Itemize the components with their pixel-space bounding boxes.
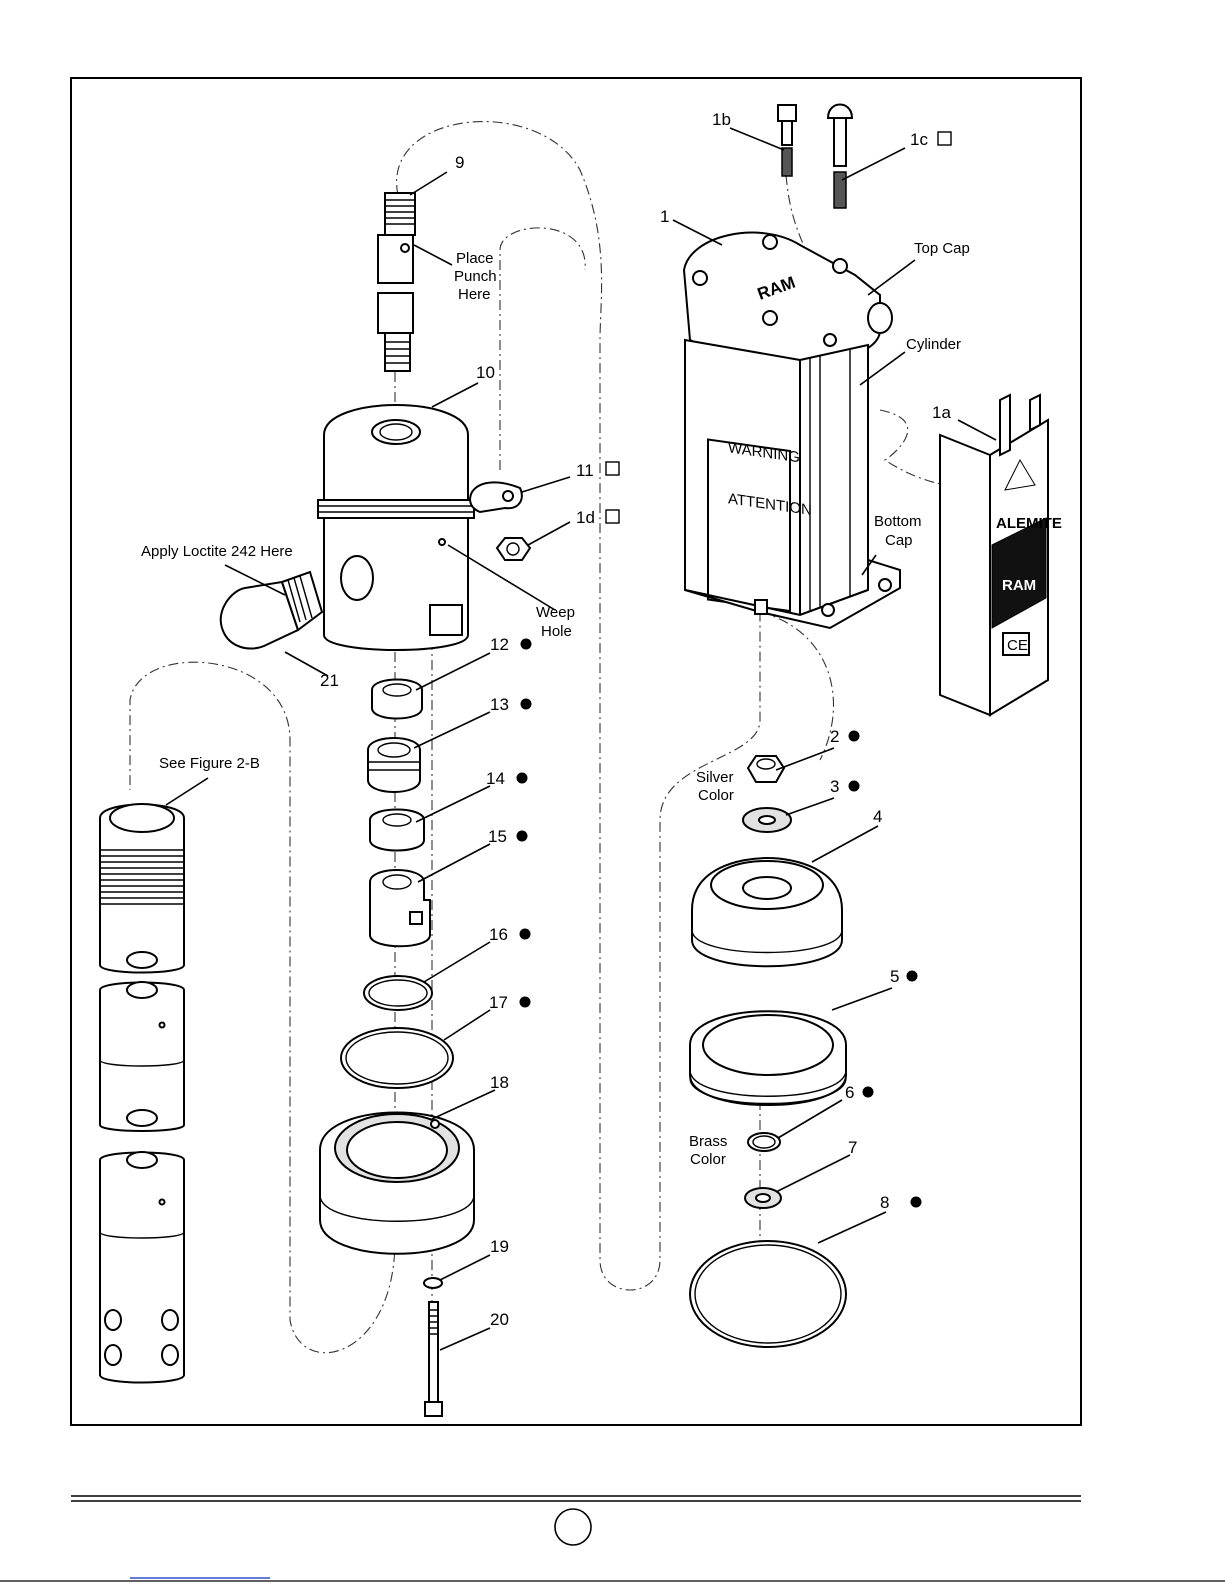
cover-brand: ALEMITE <box>996 515 1062 532</box>
part-1c-pin <box>828 105 852 209</box>
part-16-oring <box>364 976 432 1010</box>
kit-marker-5 <box>907 971 918 982</box>
kit-marker-16 <box>520 929 531 940</box>
part-20-bolt <box>425 1302 442 1416</box>
cover-ce-mark: CE <box>1007 637 1028 654</box>
label-3: 3 <box>830 777 839 796</box>
callout-punch: Punch <box>454 268 497 285</box>
part-3-washer <box>743 808 791 832</box>
label-12: 12 <box>490 635 509 654</box>
label-2: 2 <box>830 727 839 746</box>
part-14-seal <box>370 810 424 851</box>
label-1a: 1a <box>932 403 951 422</box>
part-19-washer <box>424 1278 442 1288</box>
callout-cap: Cap <box>885 532 913 549</box>
callout-top-cap: Top Cap <box>914 240 970 257</box>
callout-weep: Weep <box>536 604 575 621</box>
part-12-seal <box>372 680 422 719</box>
part-13-cup <box>368 738 420 792</box>
callout-brass-color: Color <box>690 1151 726 1168</box>
part-11-bracket <box>470 482 522 512</box>
callout-place: Place <box>456 250 494 267</box>
tube-assembly <box>100 804 184 1383</box>
kit-marker-13 <box>521 699 532 710</box>
label-19: 19 <box>490 1237 509 1256</box>
callout-here: Here <box>458 286 491 303</box>
label-16: 16 <box>489 925 508 944</box>
part-5-seal <box>690 1011 846 1105</box>
label-1c: 1c <box>910 130 928 149</box>
part-1a-cover: ALEMITE RAM CE <box>940 395 1062 715</box>
callout-see-figure: See Figure 2-B <box>159 755 260 772</box>
label-9: 9 <box>455 153 464 172</box>
label-1b: 1b <box>712 110 731 129</box>
label-13: 13 <box>490 695 509 714</box>
part-4-valve <box>692 858 842 966</box>
kit-marker-15 <box>517 831 528 842</box>
label-15: 15 <box>488 827 507 846</box>
page-number-circle <box>555 1509 591 1545</box>
new-part-marker-1d <box>606 510 619 523</box>
callout-silver: Silver <box>696 769 734 786</box>
callout-brass: Brass <box>689 1133 727 1150</box>
kit-marker-2 <box>849 731 860 742</box>
cover-logo: RAM <box>1002 577 1036 594</box>
callout-cylinder: Cylinder <box>906 336 961 353</box>
label-7: 7 <box>848 1138 857 1157</box>
label-10: 10 <box>476 363 495 382</box>
callout-bottom: Bottom <box>874 513 922 530</box>
part-8-oring <box>690 1241 846 1347</box>
part-21-fitting <box>221 572 322 649</box>
part-18-housing <box>320 1113 474 1254</box>
label-17: 17 <box>489 993 508 1012</box>
kit-marker-17 <box>520 997 531 1008</box>
label-5: 5 <box>890 967 899 986</box>
label-1d: 1d <box>576 508 595 527</box>
part-10-housing <box>318 405 474 650</box>
kit-marker-3 <box>849 781 860 792</box>
callout-loctite: Apply Loctite 242 Here <box>141 543 293 560</box>
label-4: 4 <box>873 807 882 826</box>
kit-marker-14 <box>517 773 528 784</box>
label-1: 1 <box>660 207 669 226</box>
label-18: 18 <box>490 1073 509 1092</box>
label-20: 20 <box>490 1310 509 1329</box>
callout-hole: Hole <box>541 623 572 640</box>
kit-marker-12 <box>521 639 532 650</box>
label-8: 8 <box>880 1193 889 1212</box>
part-7-washer <box>745 1188 781 1208</box>
part-1d-nut <box>497 538 530 560</box>
part-9-shaft <box>378 193 415 371</box>
page-footer <box>0 1496 1225 1581</box>
kit-marker-8 <box>911 1197 922 1208</box>
diagram-frame <box>71 78 1081 1425</box>
new-part-marker-1c <box>938 132 951 145</box>
label-21: 21 <box>320 671 339 690</box>
label-6: 6 <box>845 1083 854 1102</box>
part-15-piston <box>370 870 430 946</box>
new-part-marker-11 <box>606 462 619 475</box>
part-17-oring <box>341 1028 453 1088</box>
part-1-cylinder: RAM WARNING ATTENTION <box>684 233 900 628</box>
part-1b-screw <box>778 105 796 176</box>
label-14: 14 <box>486 769 505 788</box>
callout-silver-color: Color <box>698 787 734 804</box>
part-6-oring <box>748 1133 780 1151</box>
label-11: 11 <box>576 461 594 480</box>
kit-marker-6 <box>863 1087 874 1098</box>
